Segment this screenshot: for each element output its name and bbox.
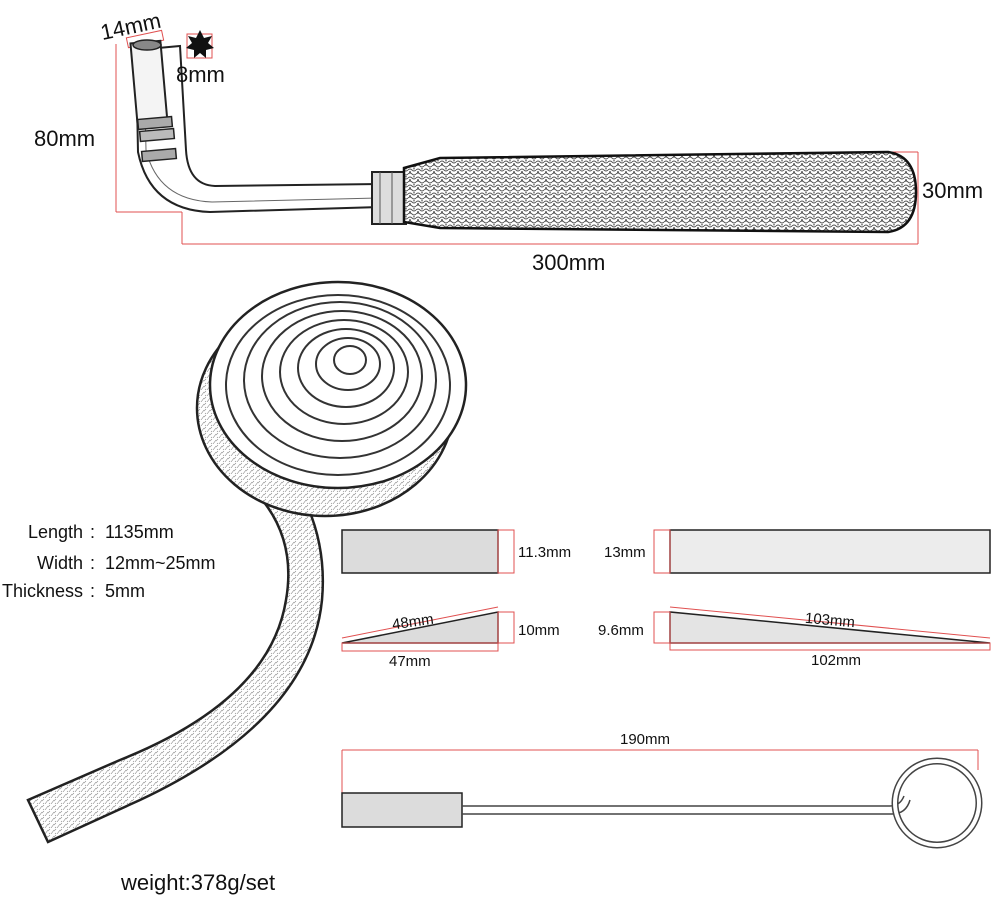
thickness-value: 5mm [105,581,145,601]
wedge-1-height-label: 10mm [518,622,560,639]
wedge-2-base-label: 102mm [811,652,861,669]
felt-roll [208,280,468,490]
width-value: 12mm~25mm [105,553,216,573]
width-label: Width [37,553,83,573]
length-label: Length [28,522,83,542]
wedge-2-height-label: 9.6mm [598,622,644,639]
length-value: 1135mm [105,522,174,542]
wedge-1: 48mm 47mm 10mm [341,606,560,670]
ring-tool-length-label: 190mm [620,731,670,748]
weight-label: weight:378g/set [120,870,275,895]
felt-specs: Length : 1135mm Width : 12mm~25mm Thickn… [2,522,216,601]
length-separator: : [90,522,95,542]
hammer-height-label: 80mm [34,126,95,151]
hammer-handle-diameter-label: 30mm [922,178,983,203]
tuning-hammer: 14mm 8mm 80mm 30mm 300mm [34,8,983,275]
ring-tool-rod [462,795,911,815]
thickness-label: Thickness [2,581,83,601]
hammer-star-size-label: 8mm [176,62,225,87]
hammer-total-length-label: 300mm [532,250,605,275]
wedge-1-slope-label: 48mm [391,611,435,634]
hammer-ferrule [371,171,407,225]
wedge-2-slope-label: 103mm [804,610,855,631]
ring-tool: 190mm [341,731,983,849]
star-tip-icon [186,30,214,58]
ring-tool-handle [341,792,463,828]
flat-mute-1-height-label: 11.3mm [518,544,571,561]
hammer-handle [402,150,918,234]
flat-mute-2-height-label: 13mm [604,544,646,561]
hammer-socket [129,39,169,127]
flat-mute-1: 11.3mm [341,529,571,574]
thickness-separator: : [90,581,95,601]
wedge-1-base-label: 47mm [389,653,431,670]
wedge-2: 9.6mm 103mm 102mm [598,606,991,669]
felt-strip [26,280,468,844]
hammer-tip-width-label: 14mm [98,8,163,45]
width-separator: : [90,553,95,573]
flat-mute-2: 13mm [604,529,991,574]
